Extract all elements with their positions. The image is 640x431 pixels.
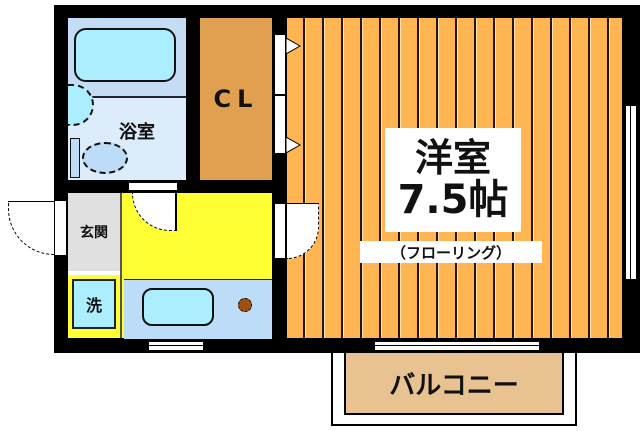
room-door-frame	[274, 203, 286, 259]
toilet-tank	[70, 138, 80, 178]
outer-wall	[54, 5, 640, 18]
toilet-bowl	[82, 142, 128, 174]
bathroom: 浴室	[68, 18, 186, 180]
kitchen-window-pane	[148, 345, 204, 346]
closet-door-arrow-icon	[286, 137, 302, 153]
western-room-size: 7.5帖	[397, 176, 509, 223]
entrance-door-swing[interactable]	[8, 201, 54, 255]
right-window[interactable]	[625, 105, 637, 280]
bathroom-label: 浴室	[119, 122, 155, 143]
entrance-kitchen-divider	[120, 193, 122, 338]
western-room-floor	[287, 18, 622, 338]
entrance-label: 玄関	[80, 225, 108, 241]
stove-burner-icon	[238, 298, 252, 312]
western-room-label-box: 洋室 7.5帖	[385, 128, 521, 232]
balcony-window-pane	[374, 345, 540, 346]
bath-door[interactable]	[128, 182, 178, 191]
closet-room: CL	[200, 18, 272, 180]
bathtub	[74, 28, 176, 82]
entrance-door-frame	[54, 200, 67, 256]
kitchen-door	[175, 193, 177, 231]
closet-door-arrow-icon	[286, 38, 302, 54]
kitchen-window[interactable]	[148, 341, 204, 351]
laundry-label: 洗	[85, 296, 102, 315]
kitchen-sink	[142, 288, 214, 326]
closet-door-divider	[274, 94, 286, 96]
entrance: 玄関	[68, 193, 120, 271]
outer-wall-bottom	[54, 338, 640, 353]
laundry: 洗	[72, 279, 116, 329]
balcony-label: バルコニー	[389, 370, 519, 401]
western-room-flooring: （フローリング）	[360, 241, 542, 263]
balcony: バルコニー	[344, 353, 564, 415]
room-door-swing[interactable]	[287, 203, 319, 259]
closet-label: CL	[213, 85, 259, 113]
right-window-pane	[630, 105, 631, 280]
inner-wall-bath	[186, 18, 200, 193]
balcony-window[interactable]	[374, 341, 540, 351]
western-room-name: 洋室	[414, 136, 491, 181]
